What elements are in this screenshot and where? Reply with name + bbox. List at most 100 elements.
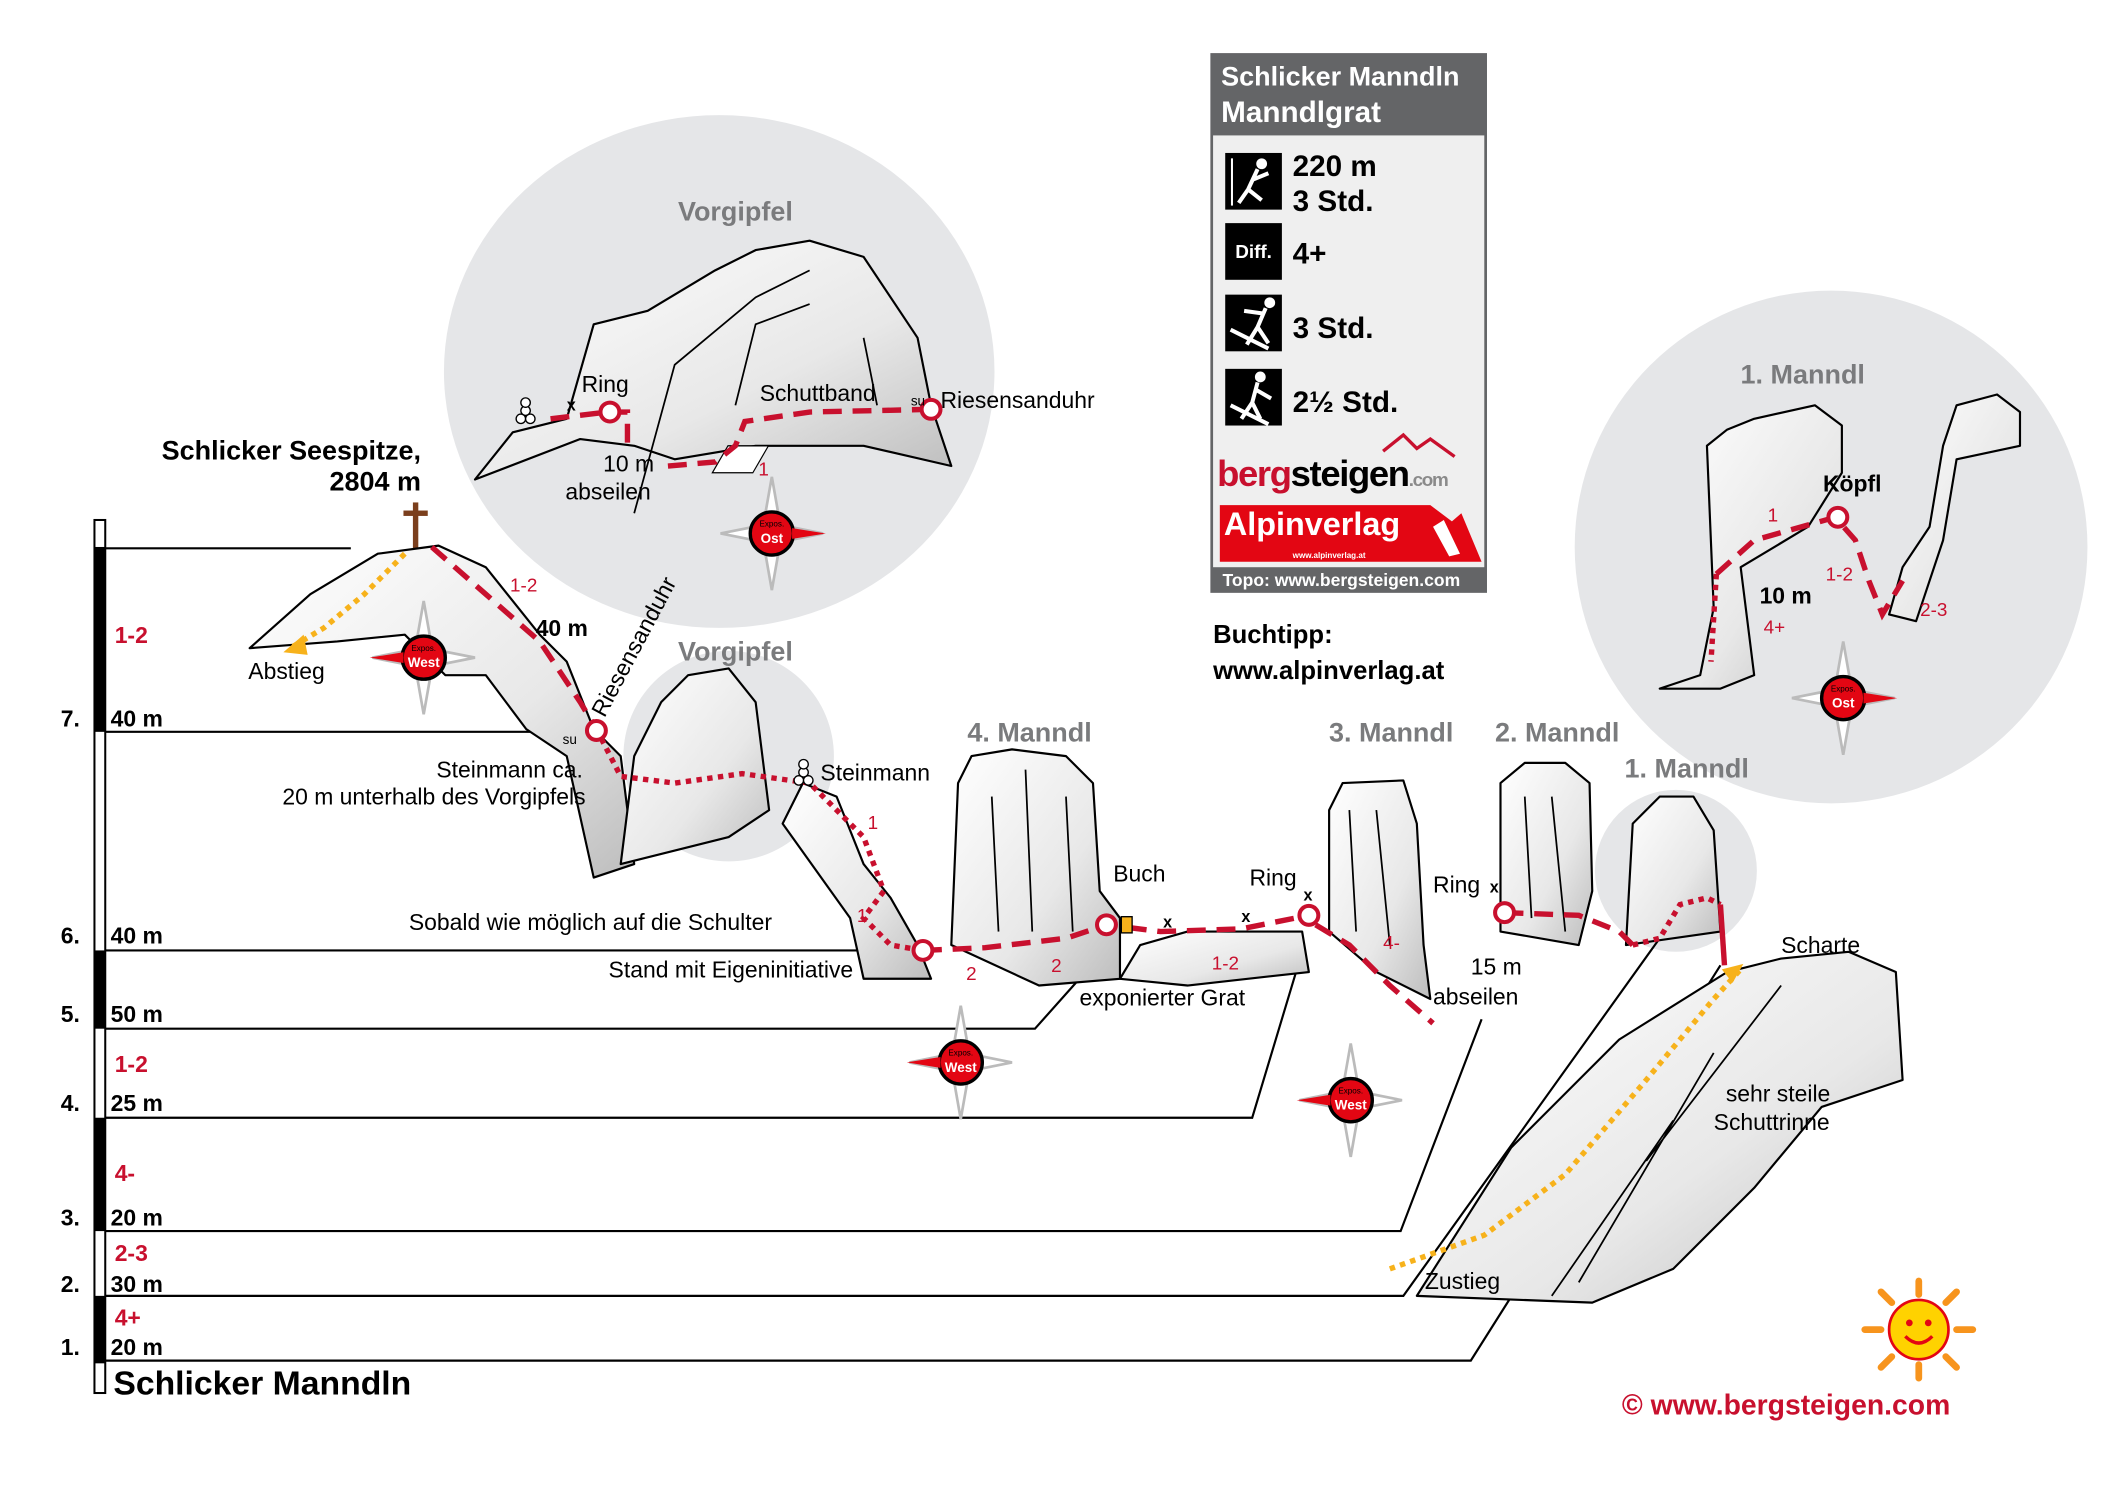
- expos-direction: Ost: [1832, 696, 1855, 711]
- descent-time: 2½ Std.: [1293, 386, 1399, 419]
- pitch-2: 2. 30 m 2-3: [61, 1240, 163, 1297]
- pitch-length: 20 m: [111, 1205, 163, 1231]
- logo-text-com: .com: [1409, 470, 1448, 491]
- grade-label: 1: [1768, 505, 1779, 526]
- x-marker: x: [1490, 878, 1499, 896]
- pitch-grade: 4-: [115, 1160, 135, 1186]
- pitch-grade: 1-2: [115, 1051, 148, 1077]
- zustieg-arrow-icon: [1721, 963, 1744, 983]
- expos-direction: West: [408, 655, 440, 670]
- inset-ten-m-label-2: 10 m: [1760, 583, 1812, 609]
- expos-direction: Ost: [761, 531, 784, 546]
- fifteen-m-label: 15 m: [1471, 954, 1522, 980]
- grade-label: 4-: [1383, 933, 1400, 954]
- buchtipp-url[interactable]: www.alpinverlag.at: [1212, 657, 1445, 685]
- pitch-6: 6. 40 m: [61, 923, 163, 949]
- peak-4-manndl: 4. Manndl: [967, 717, 1091, 747]
- sun-logo-icon: [1861, 1277, 1977, 1382]
- pitch-number: 2.: [61, 1271, 80, 1297]
- pitch-number: 5.: [61, 1001, 80, 1027]
- grade-label: 1-2: [1212, 953, 1239, 974]
- pitch-grade: 1-2: [115, 622, 148, 648]
- ridge-rocks: [248, 544, 1904, 1304]
- x-marker: x: [567, 397, 576, 415]
- schuttband-label: Schuttband: [760, 380, 876, 406]
- peak-3-manndl: 3. Manndl: [1329, 717, 1453, 747]
- climber-icon: [1225, 152, 1282, 210]
- belay-icon: [919, 397, 943, 421]
- expos-label: Expos.: [411, 644, 436, 653]
- inset-ring-label: Ring: [582, 371, 629, 397]
- exposure-west-summit: Expos. West: [369, 599, 477, 716]
- expos-label: Expos.: [948, 1049, 973, 1058]
- expos-label: Expos.: [759, 520, 784, 529]
- pitch-length: 40 m: [111, 705, 163, 731]
- belay-stations: [584, 397, 1850, 962]
- grade-label: 1: [758, 459, 769, 480]
- expos-direction: West: [1335, 1098, 1367, 1113]
- buchtipp-label: Buchtipp:: [1213, 621, 1333, 649]
- stand-label: Stand mit Eigeninitiative: [609, 956, 854, 982]
- belay-icon: [1826, 505, 1850, 529]
- pitch-1: 1. 20 m 4+: [61, 1305, 163, 1361]
- belay-icon: [911, 938, 935, 962]
- scharte-label: Scharte: [1781, 932, 1860, 958]
- peak-vorgipfel: Vorgipfel: [678, 636, 793, 666]
- x-marker: x: [1163, 913, 1172, 931]
- belay-icon: [598, 400, 622, 424]
- route-pitch-3: [1314, 922, 1435, 1026]
- inset-riesensanduhr-label: Riesensanduhr: [941, 387, 1096, 413]
- topo-title: Schlicker Manndln: [113, 1364, 411, 1402]
- abseilen-label: abseilen: [1433, 983, 1518, 1009]
- difficulty-icon: [1225, 223, 1282, 280]
- x-marker: x: [1241, 908, 1250, 926]
- route-pitch-7: [430, 544, 599, 731]
- abstieg-path: [288, 551, 407, 651]
- descent-hiker-icon: [1225, 368, 1282, 426]
- exposure-west-right: Expos. West: [1296, 1041, 1404, 1159]
- summit-book-icon: [1120, 916, 1133, 934]
- belay-icon: [1493, 901, 1517, 925]
- pitch-length: 50 m: [111, 1001, 163, 1027]
- expos-label: Expos.: [1338, 1086, 1363, 1095]
- pitch-length: 25 m: [111, 1090, 163, 1116]
- route-pitch-1: [1717, 904, 1728, 966]
- logo-text-red: berg: [1217, 453, 1291, 494]
- summit-cross-icon: [403, 502, 428, 549]
- copyright-text[interactable]: © www.bergsteigen.com: [1622, 1390, 1950, 1422]
- buch-label: Buch: [1113, 861, 1165, 887]
- route-pitch-2: [1504, 909, 1635, 947]
- route-grades: 1-2 1 1 2 2 1-2 4- 1 1 1-2 2-3 4+: [510, 459, 1947, 985]
- pitch-7: 7. 40 m 1-2: [61, 622, 163, 732]
- exponiert-label: exponierter Grat: [1079, 985, 1245, 1011]
- exposure-ost-vorgipfel: Expos. Ost: [718, 475, 826, 592]
- approach-time: 3 Std.: [1293, 312, 1374, 345]
- belay-icon: [1297, 903, 1321, 927]
- climb-length: 220 m: [1293, 150, 1377, 183]
- pitch-grade: 2-3: [115, 1240, 148, 1266]
- grade-label: 4+: [1764, 617, 1786, 638]
- peak-1-manndl: 1. Manndl: [1625, 754, 1749, 784]
- sobald-label: Sobald wie möglich auf die Schulter: [409, 909, 773, 935]
- copyright-link[interactable]: © www.bergsteigen.com: [1622, 1390, 1950, 1422]
- vorgipfel-inset-rocks: [473, 239, 953, 514]
- info-title-2: Manndlgrat: [1221, 96, 1381, 129]
- climb-time: 3 Std.: [1293, 185, 1374, 218]
- pitch-3: 3. 20 m 4-: [61, 1160, 163, 1231]
- koepfl-label: Köpfl: [1823, 471, 1882, 497]
- grade-label: 1: [868, 813, 879, 834]
- pitch-number: 1.: [61, 1334, 80, 1360]
- abstieg-label: Abstieg: [248, 658, 324, 684]
- grade-label: 1-2: [1826, 565, 1853, 586]
- peak-2-manndl: 2. Manndl: [1495, 717, 1619, 747]
- belay-icon: [584, 719, 608, 742]
- buchtipp-link[interactable]: www.alpinverlag.at: [1212, 657, 1445, 685]
- approach-hiker-icon: [1225, 294, 1282, 352]
- pitch-5: 5. 50 m: [61, 1001, 163, 1027]
- schuttrinne-label-2: Schuttrinne: [1714, 1109, 1830, 1135]
- logo-text-black: steigen: [1291, 453, 1409, 494]
- pitch-length: 20 m: [111, 1334, 163, 1360]
- info-title-1: Schlicker Manndln: [1221, 61, 1459, 91]
- inset-manndl1-route: [1714, 514, 1905, 621]
- grade-label: 1: [857, 906, 868, 927]
